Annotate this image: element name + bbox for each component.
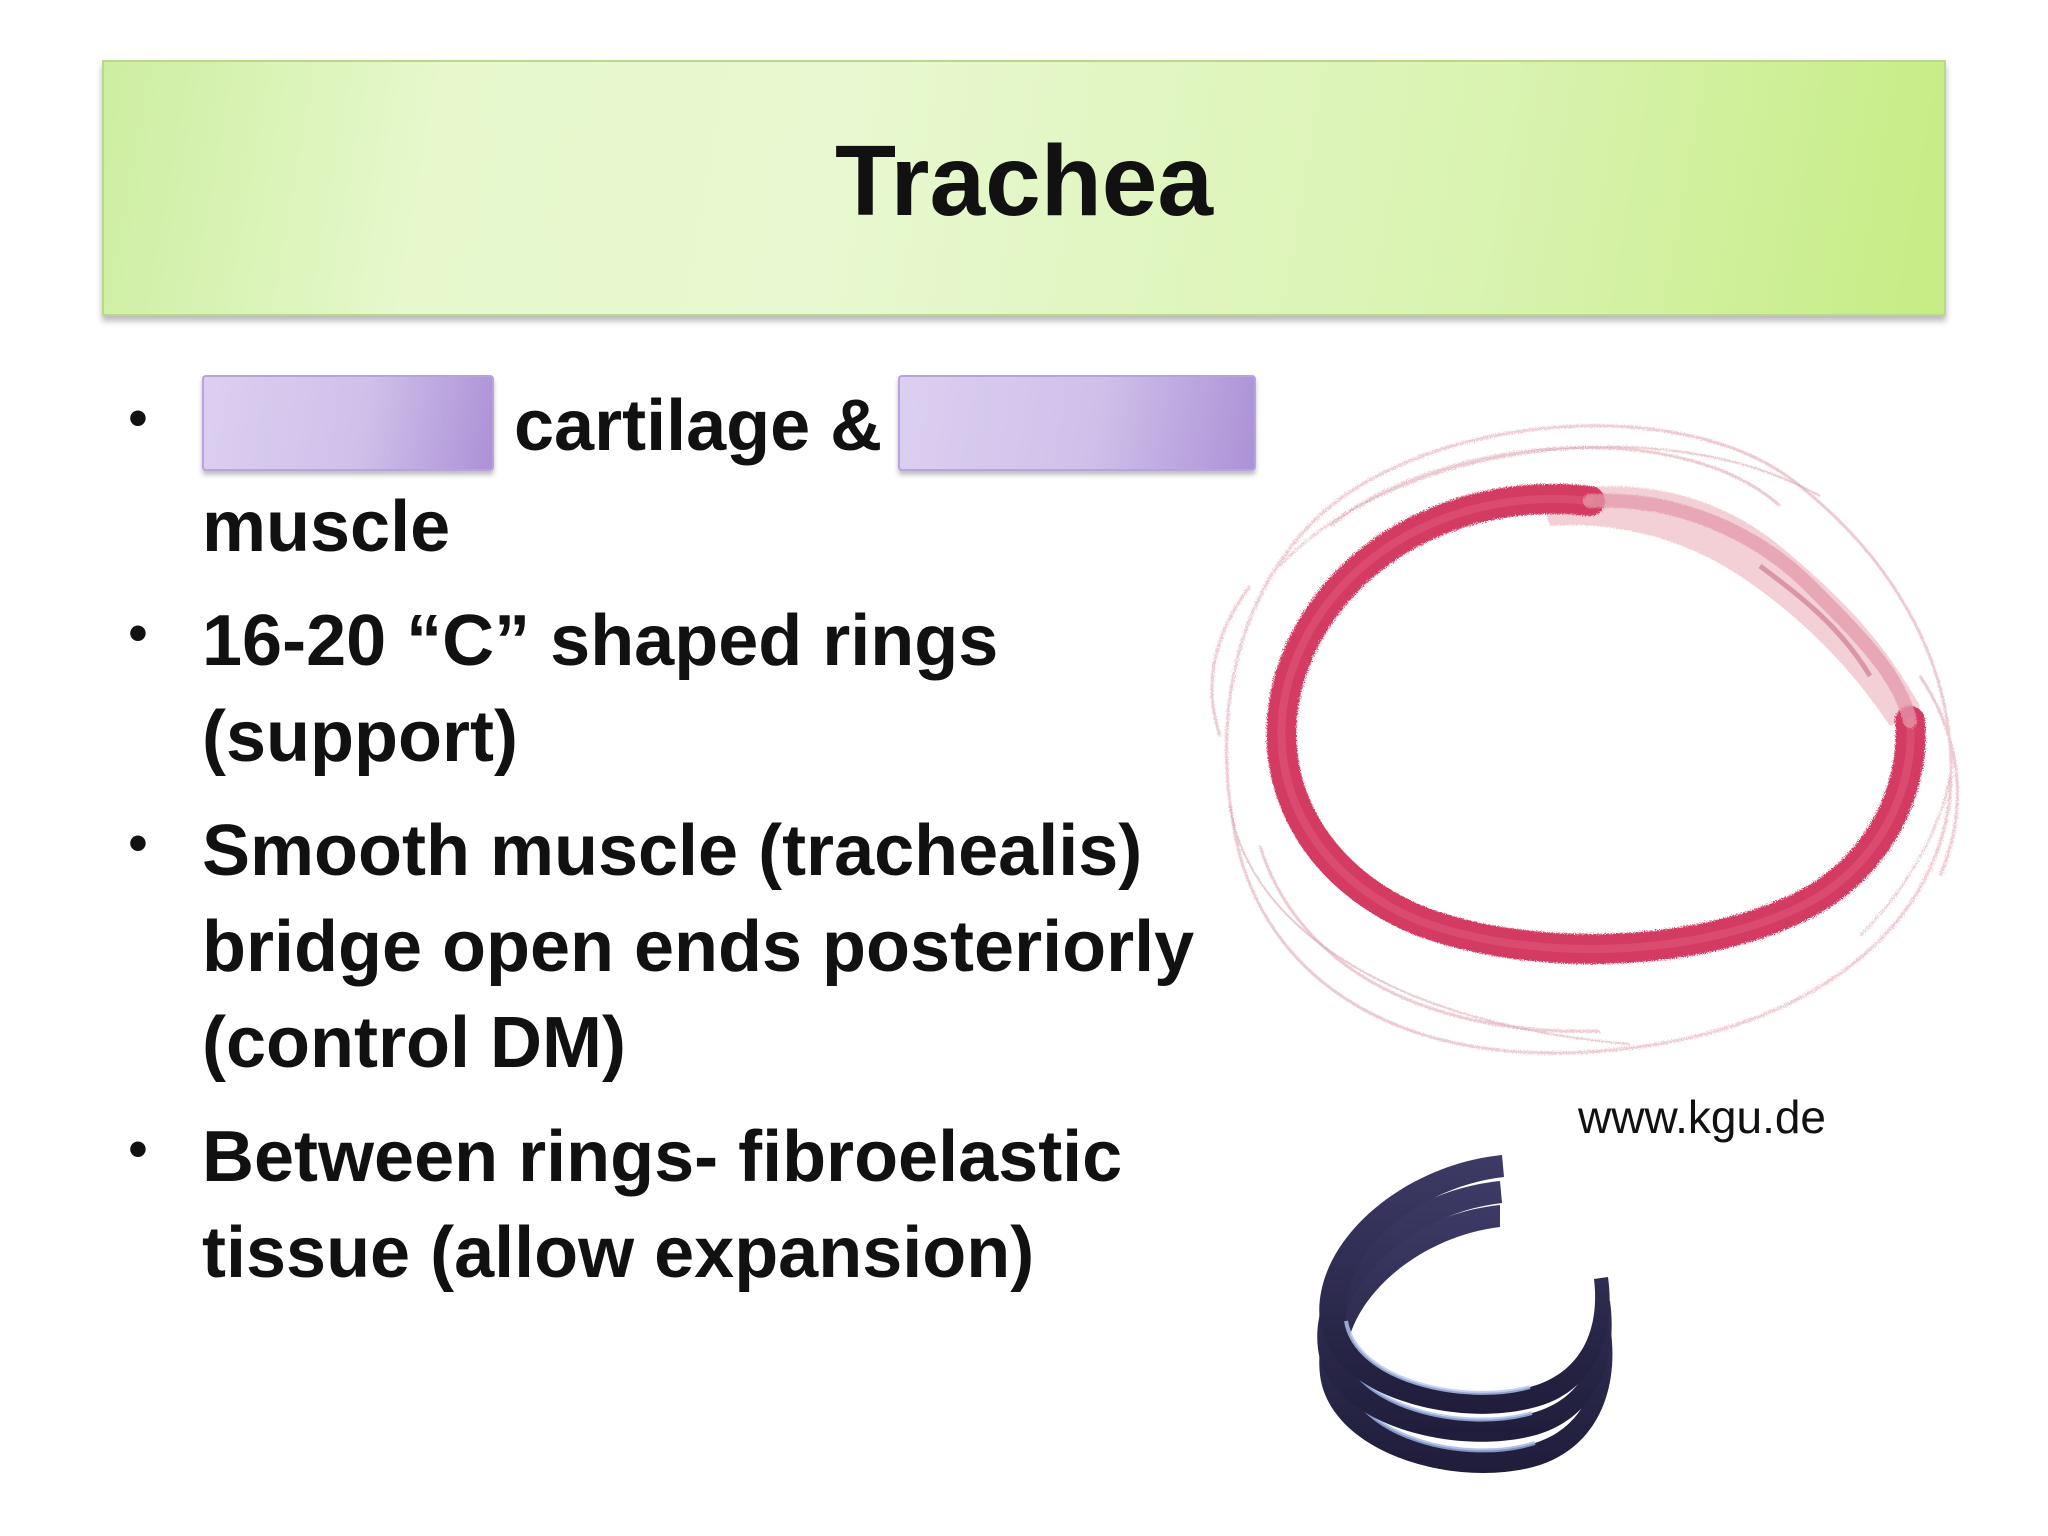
answer-blank-box[interactable]	[202, 374, 494, 471]
answer-blank-box[interactable]	[898, 374, 1257, 471]
title-bar: Trachea	[102, 60, 1946, 316]
bullet-text: Between rings- fibroelastic tissue (allo…	[202, 1116, 1123, 1293]
trachea-histology-image	[1210, 424, 1959, 1055]
bullet-icon: •	[128, 812, 148, 873]
bullet-text: Smooth muscle (trachealis) bridge open e…	[202, 810, 1195, 1083]
bullet-list: • cartilage & muscle • 16-20 “C” shaped r…	[118, 374, 1318, 1319]
bullet-item: • cartilage & muscle	[118, 374, 1318, 575]
bullet-item: • 16-20 “C” shaped rings (support)	[118, 593, 1318, 785]
bullet-icon: •	[128, 388, 148, 448]
bullet-icon: •	[128, 602, 148, 663]
cartilage-rings-illustration	[1317, 1155, 1613, 1473]
bullet-text: muscle	[202, 486, 451, 567]
slide-title: Trachea	[834, 124, 1214, 237]
bullet-text: cartilage &	[514, 386, 883, 466]
bullet-icon: •	[128, 1118, 148, 1179]
image-credit: www.kgu.de	[1578, 1091, 1827, 1143]
bullet-item: • Between rings- fibroelastic tissue (al…	[118, 1109, 1318, 1301]
bullet-item: • Smooth muscle (trachealis) bridge open…	[118, 803, 1318, 1091]
bullet-text: 16-20 “C” shaped rings (support)	[202, 600, 999, 777]
